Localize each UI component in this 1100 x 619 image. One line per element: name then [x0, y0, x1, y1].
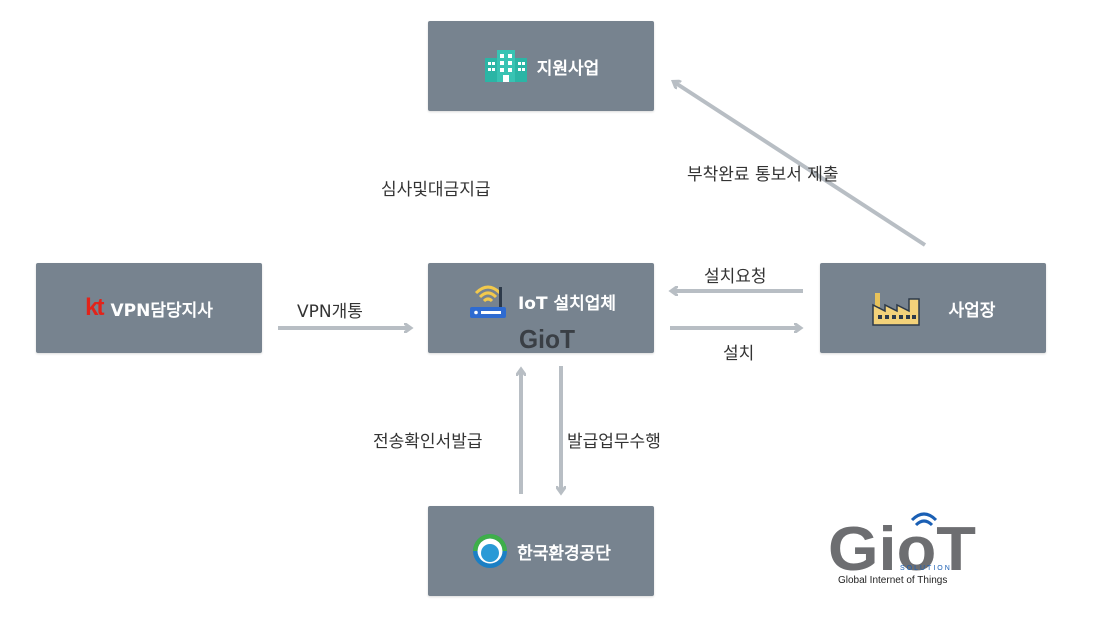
- kt-logo: kt: [85, 294, 104, 322]
- node-iot-installer: IoT 설치업체: [428, 263, 654, 353]
- edge-label-transmission-cert: 전송확인서발급: [373, 432, 483, 452]
- edge-label-completion-report: 부착완료 통보서 제출: [687, 165, 839, 185]
- edge-label-review-payment: 심사및대금지급: [381, 180, 491, 200]
- giot-mini-logo: GioT: [519, 324, 575, 351]
- giot-brand-text: GioT: [828, 515, 976, 584]
- arrow-site-to-support: [674, 82, 927, 247]
- node-workplace-label: 사업장: [948, 300, 996, 321]
- giot-mini-text: GioT: [519, 324, 575, 351]
- node-vpn-branch: kt VPN담당지사: [36, 263, 262, 353]
- node-vpn-label: VPN담당지사: [110, 300, 213, 321]
- giot-brand-logo: GioT: [828, 512, 976, 584]
- edge-label-vpn-open: VPN개통: [297, 302, 363, 322]
- node-workplace: 사업장: [820, 263, 1046, 353]
- node-keco-label: 한국환경공단: [517, 543, 611, 564]
- router-icon: [469, 285, 506, 318]
- giot-tagline: Global Internet of Things: [838, 575, 948, 586]
- node-support-program: 지원사업: [428, 21, 654, 111]
- factory-icon: [871, 293, 920, 326]
- giot-solution-text: SOLUTION: [900, 565, 952, 572]
- node-iot-label: IoT 설치업체: [517, 293, 617, 314]
- edge-label-issuance-work: 발급업무수행: [567, 432, 661, 452]
- building-icon: [484, 50, 527, 82]
- kt-logo-text: kt: [85, 294, 104, 321]
- node-support-label: 지원사업: [536, 58, 600, 79]
- edge-label-install: 설치: [723, 344, 755, 364]
- edge-label-install-request: 설치요청: [704, 267, 767, 287]
- keco-logo-icon: [473, 534, 508, 568]
- node-korea-environment-corp: 한국환경공단: [428, 506, 654, 596]
